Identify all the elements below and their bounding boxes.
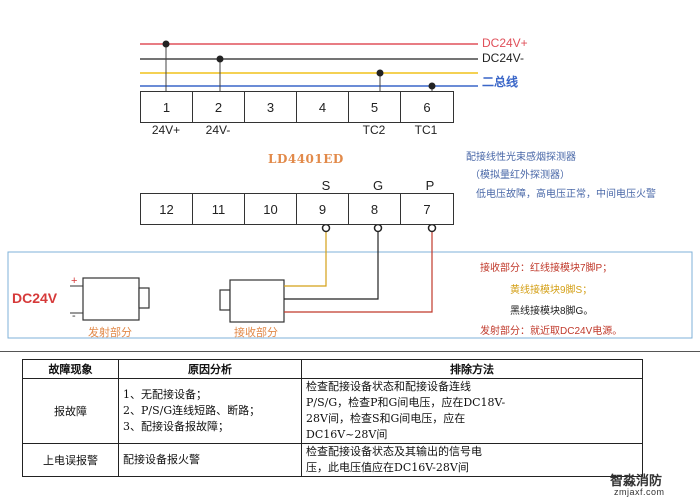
module-name: LD4401ED: [268, 152, 344, 166]
terminal-label-24v-plus: 24V+: [151, 123, 181, 137]
pin9-dot: [321, 223, 331, 233]
wire-black-to-pin8: [284, 230, 379, 300]
terminal-label-tc1: TC1: [414, 123, 438, 137]
detector-note-line3: 低电压故障，高电压正常，中间电压火警: [476, 189, 656, 200]
section-divider: [0, 351, 700, 352]
wire-red-to-pin7: [284, 230, 433, 313]
terminal-11: 11: [193, 194, 245, 224]
row2-symptom: 上电误报警: [22, 443, 119, 477]
pin8-dot: [373, 223, 383, 233]
logo-name: 智淼消防: [610, 473, 663, 488]
field-frame: [7, 251, 693, 339]
terminal-9: 9: [297, 194, 349, 224]
power-minus-sign: -: [72, 310, 76, 322]
receiver-lens: [219, 289, 231, 311]
bus-label-dc24v-minus: DC24V-: [482, 51, 525, 65]
terminal-2: 2: [193, 92, 245, 122]
header-symptom: 故障现象: [22, 359, 119, 379]
wire-yellow-to-pin9: [284, 230, 327, 287]
table-header-row: 故障现象 原因分析 排除方法: [22, 359, 643, 379]
row1-fix: 检查配接设备状态和配接设备连线 P/S/G，检查P和G间电压，应在DC18V- …: [301, 378, 643, 444]
terminal-3: 3: [245, 92, 297, 122]
row1-cause-line1: 1、无配接设备；: [123, 388, 207, 401]
header-fix: 排除方法: [301, 359, 643, 379]
bus-label-loop: 二总线: [482, 75, 519, 89]
row2-cause-line1: 配接设备报火警: [123, 453, 200, 466]
logo-domain: zmjaxf.com: [614, 487, 665, 497]
tap-dot-6: [428, 82, 436, 90]
terminal-6: 6: [423, 99, 431, 115]
terminal-7: 7: [423, 201, 431, 217]
pin-label-g: G: [372, 178, 384, 193]
bus-label-dc24v-plus: DC24V+: [482, 36, 528, 50]
terminal-4: 4: [297, 92, 349, 122]
row1-symptom: 报故障: [22, 378, 119, 444]
table-row: 上电误报警 配接设备报火警 检查配接设备状态及其输出的信号电 压，此电压值应在D…: [22, 443, 643, 477]
row1-fix-line2: P/S/G，检查P和G间电压，应在DC18V-: [306, 396, 506, 409]
transmitter-lens: [138, 287, 150, 309]
receiver-label: 接收部分: [234, 327, 278, 339]
terminal-10: 10: [245, 194, 297, 224]
row1-cause-line2: 2、P/S/G连线短路、断路；: [123, 404, 261, 417]
terminal-label-tc2: TC2: [362, 123, 386, 137]
row2-fix-line2: 压，此电压值应在DC16V-28V间: [306, 461, 469, 474]
detector-note-line1: 配接线性光束感烟探测器: [466, 152, 576, 163]
row2-fix: 检查配接设备状态及其输出的信号电 压，此电压值应在DC16V-28V间: [301, 443, 643, 477]
watermark-logo: 智淼消防 zmjaxf.com: [592, 470, 692, 500]
header-cause: 原因分析: [118, 359, 302, 379]
row2-cause: 配接设备报火警: [118, 443, 302, 477]
legend-receiver-black: 黑线接模块8脚G。: [510, 306, 594, 317]
pin7-dot: [427, 223, 437, 233]
row1-fix-line4: DC16V~28V间: [306, 428, 388, 441]
pin-label-s: S: [321, 178, 331, 193]
row2-fix-line1: 检查配接设备状态及其输出的信号电: [306, 445, 482, 458]
row1-cause-line3: 3、配接设备报故障；: [123, 420, 229, 433]
transmitter-label: 发射部分: [88, 327, 132, 339]
tap-dot-1: [162, 40, 170, 48]
terminal-8: 8: [349, 194, 401, 224]
detector-note-line2: （模拟量红外探测器）: [470, 170, 570, 181]
terminal-12: 12: [141, 194, 193, 224]
bottom-terminal-strip: 12 11 10 9 8 7: [140, 193, 454, 225]
terminal-label-24v-minus: 24V-: [205, 123, 231, 137]
power-plus-sign: +: [71, 275, 78, 287]
wiring-diagram: [7, 40, 693, 339]
terminal-5: 5: [349, 92, 401, 122]
row1-fix-line1: 检查配接设备状态和配接设备连线: [306, 380, 471, 393]
pin-label-p: P: [425, 178, 435, 193]
table-row: 报故障 1、无配接设备； 2、P/S/G连线短路、断路； 3、配接设备报故障； …: [22, 378, 643, 444]
row1-cause: 1、无配接设备； 2、P/S/G连线短路、断路； 3、配接设备报故障；: [118, 378, 302, 444]
tap-dot-5: [376, 69, 384, 77]
legend-transmitter: 发射部分：就近取DC24V电源。: [480, 326, 623, 337]
power-label: DC24V: [12, 290, 58, 306]
row1-fix-line3: 28V间，检查S和G间电压，应在: [306, 412, 466, 425]
terminal-1: 1: [141, 92, 193, 122]
legend-receiver-red: 接收部分：红线接模块7脚P；: [480, 263, 613, 274]
top-terminal-strip: 1 2 3 4 5 6: [140, 91, 454, 123]
legend-receiver-yellow: 黄线接模块9脚S；: [510, 285, 593, 296]
receiver-box: [229, 279, 285, 323]
tap-dot-2: [216, 55, 224, 63]
transmitter-box: [82, 277, 140, 321]
troubleshooting-table: 故障现象 原因分析 排除方法 报故障 1、无配接设备； 2、P/S/G连线短路、…: [22, 359, 643, 477]
